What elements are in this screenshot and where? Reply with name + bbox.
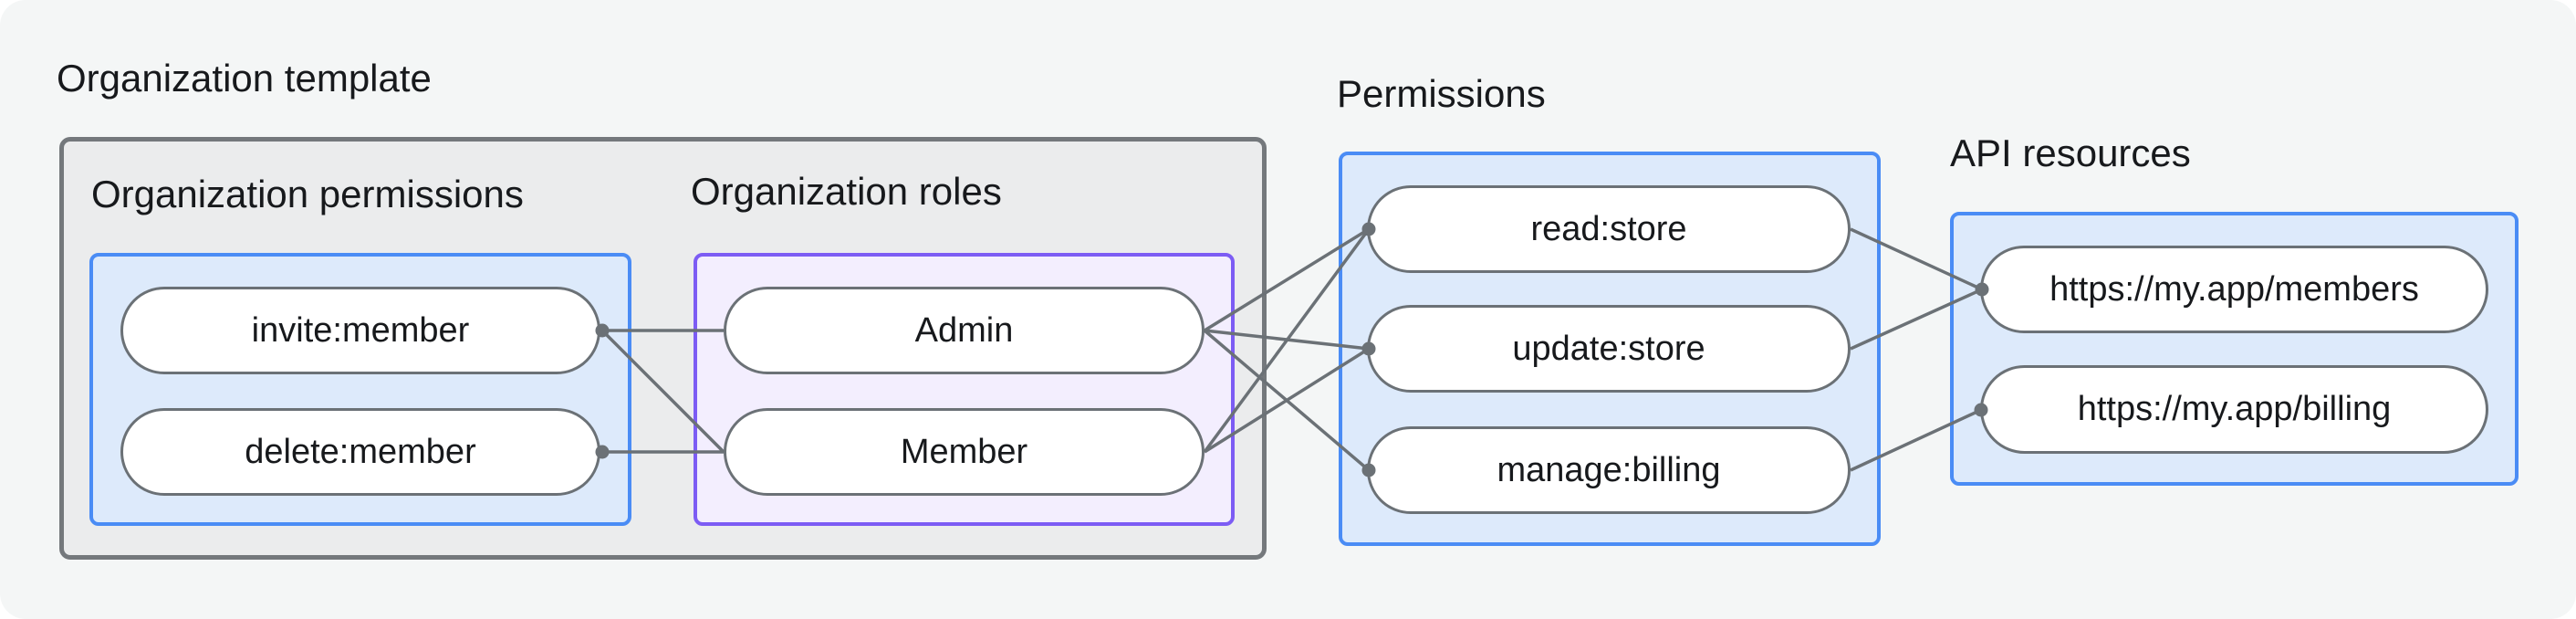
label-api-resources: API resources — [1950, 131, 2191, 174]
label-permissions: Permissions — [1337, 72, 1546, 115]
node-billing-resource: https://my.app/billing — [1980, 365, 2488, 454]
node-members-resource: https://my.app/members — [1980, 246, 2488, 333]
node-update-store: update:store — [1367, 305, 1851, 393]
node-read-store: read:store — [1367, 185, 1851, 273]
label-organization-permissions: Organization permissions — [91, 173, 524, 215]
node-delete-member: delete:member — [120, 408, 600, 496]
node-member: Member — [724, 408, 1205, 496]
node-manage-billing: manage:billing — [1367, 426, 1851, 514]
label-organization-template: Organization template — [57, 57, 432, 100]
node-invite-member: invite:member — [120, 287, 600, 374]
label-organization-roles: Organization roles — [691, 170, 1002, 213]
node-admin: Admin — [724, 287, 1205, 374]
